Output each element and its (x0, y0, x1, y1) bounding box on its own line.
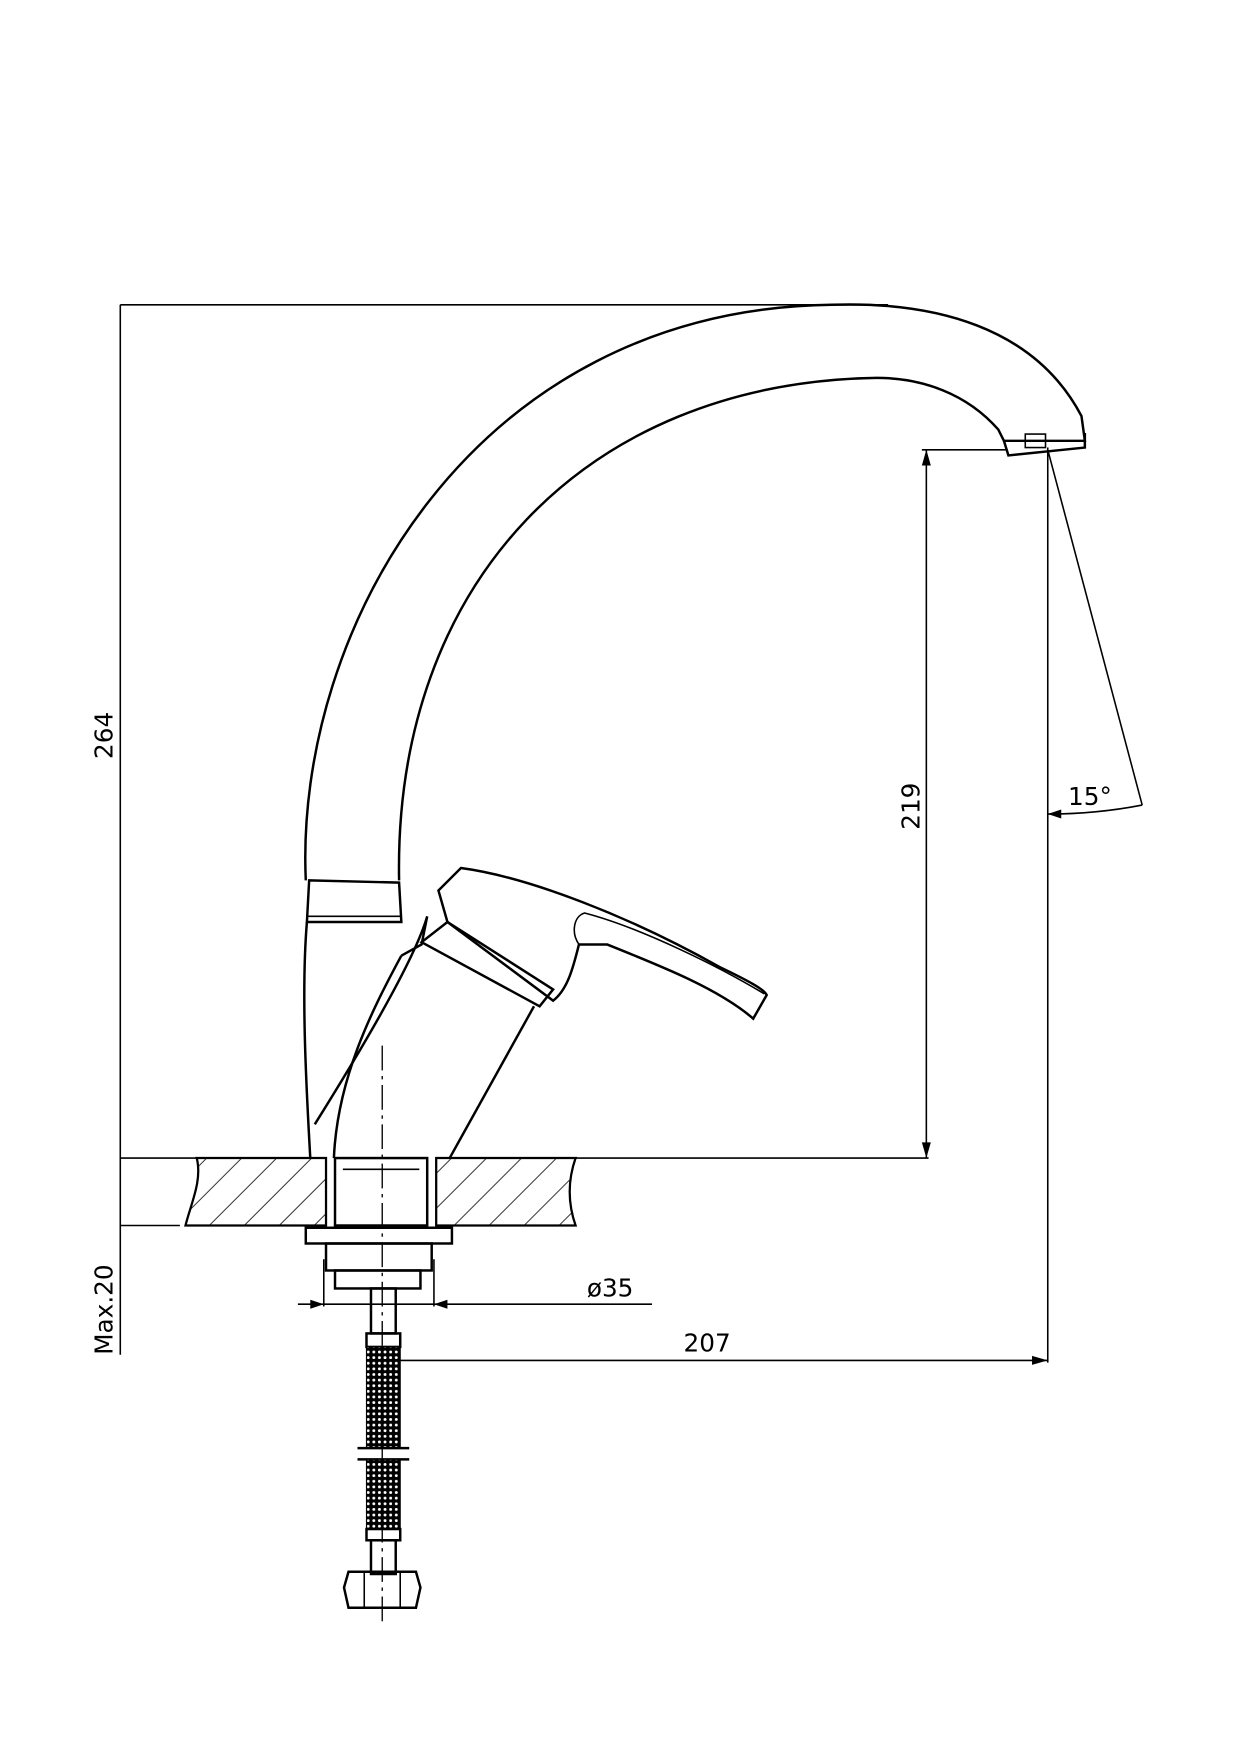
max-thickness-label: Max.20 (89, 1264, 118, 1354)
faucet-body (303, 916, 536, 1159)
mounting-nut (304, 1226, 454, 1290)
lever-handle (419, 866, 769, 1021)
dimension-swivel-angle: 15° (1047, 449, 1143, 819)
base-diameter-label: ø35 (587, 1273, 634, 1302)
spout-height-label: 219 (897, 783, 926, 830)
supply-hose (342, 1287, 422, 1609)
dimension-spout-reach: 207 (400, 447, 1049, 1365)
dimension-base-diameter: ø35 (297, 1259, 653, 1309)
collar-ring (305, 879, 403, 924)
spout (304, 303, 1087, 881)
dimension-deck-thickness: Max.20 (89, 1158, 180, 1355)
spout-reach-label: 207 (684, 1328, 731, 1357)
swivel-angle-label: 15° (1068, 782, 1112, 811)
dimension-total-height: 264 (89, 303, 889, 1159)
countertop-section (184, 1156, 578, 1227)
dimension-spout-height: 219 (575, 449, 1007, 1159)
total-height-label: 264 (89, 712, 118, 759)
